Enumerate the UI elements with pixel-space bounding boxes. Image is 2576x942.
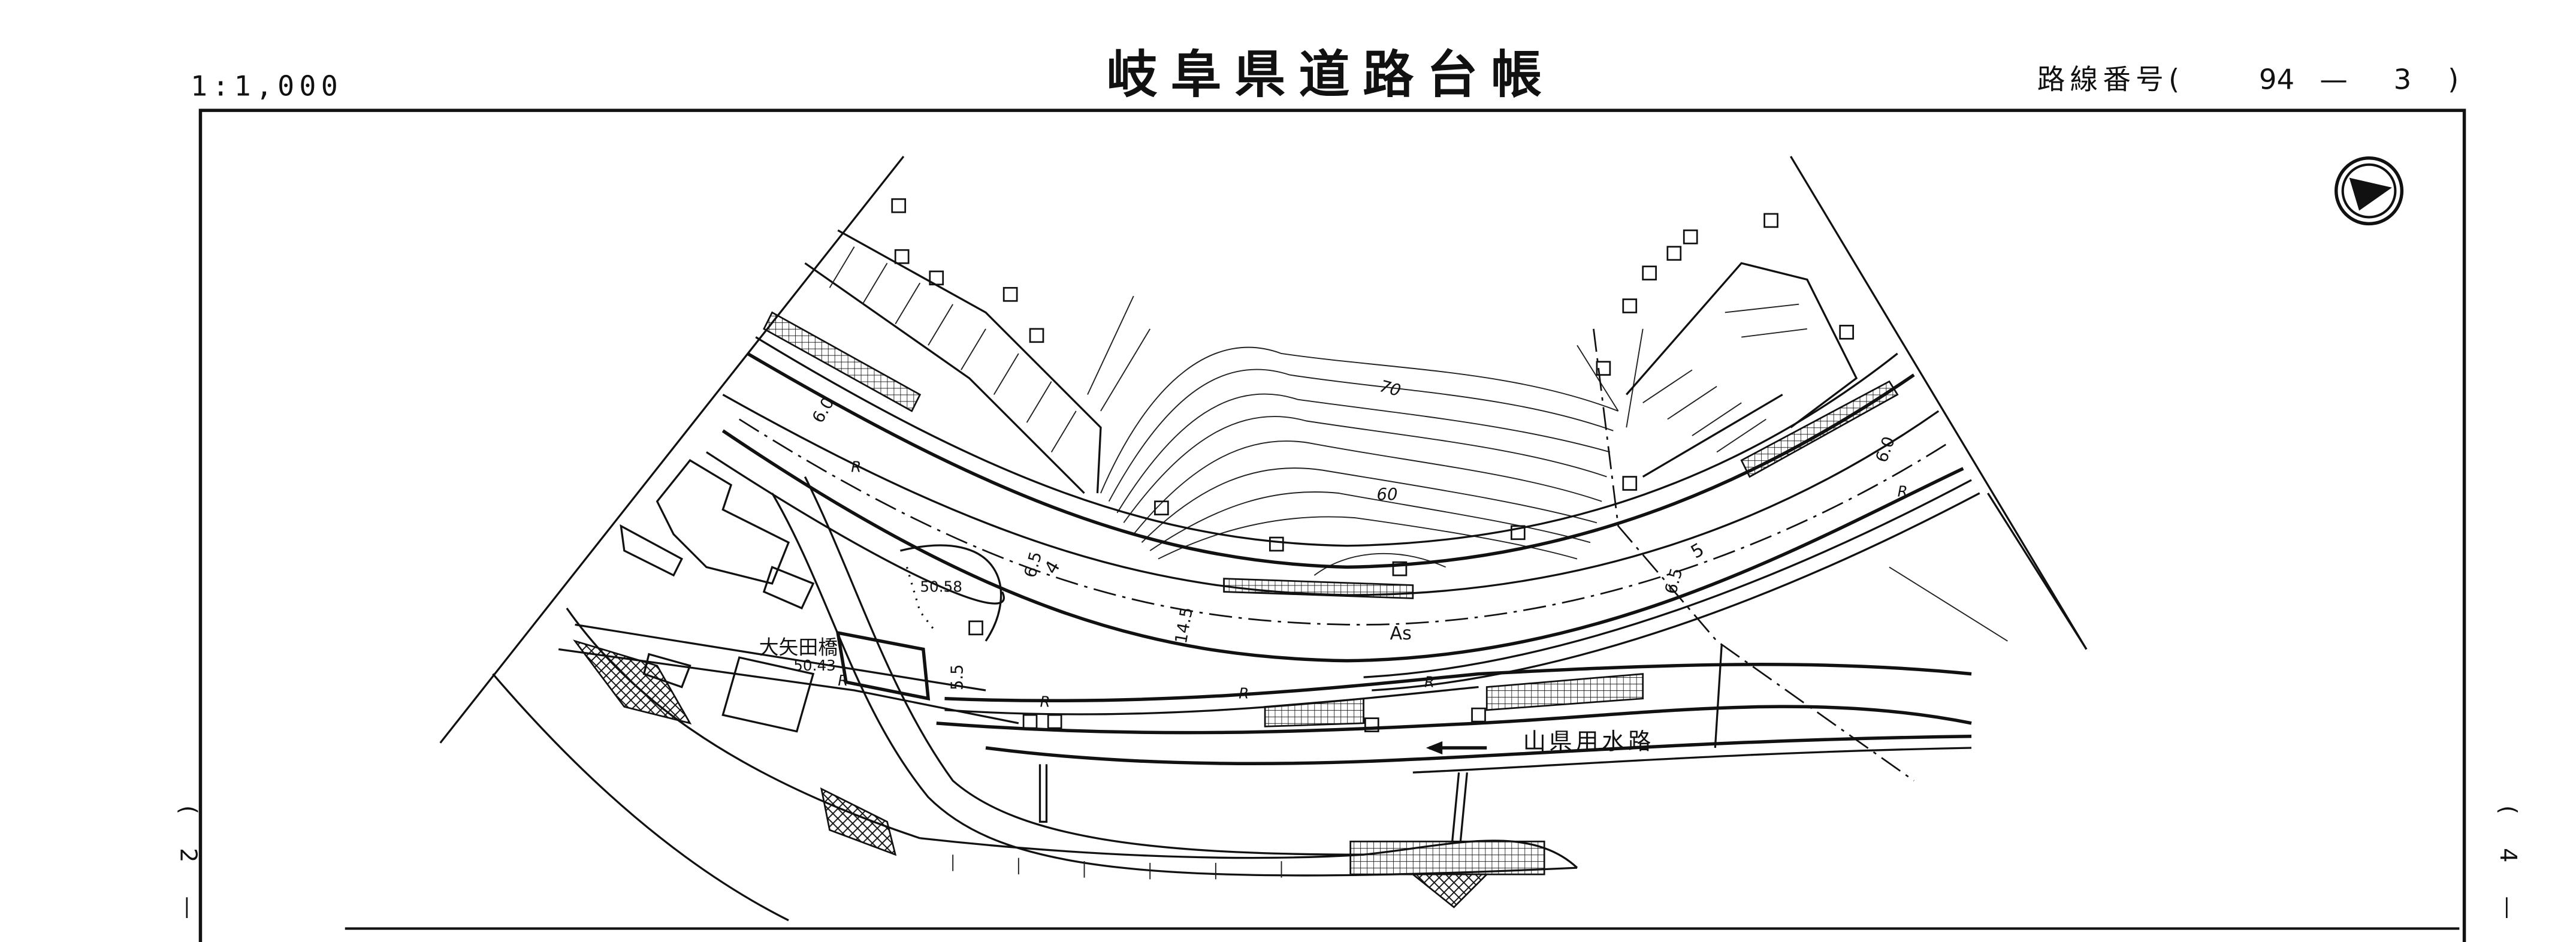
bridge-name: 大矢田橋 xyxy=(759,636,838,659)
canal-name: 山県用水路 xyxy=(1523,729,1654,756)
river-bank xyxy=(920,772,1578,908)
retaining-wall-mark: R xyxy=(851,458,861,475)
route-sheet-value: 3 xyxy=(2394,64,2412,96)
retaining-wall-mark: R xyxy=(838,672,848,689)
canal-yamagata: 山県用水路 R R R R R xyxy=(851,328,1972,823)
boundary-lines xyxy=(439,155,2088,744)
retaining-wall-mark: R xyxy=(1040,693,1050,710)
route-number-value: 94 xyxy=(2259,64,2294,96)
width-label: 14.5 xyxy=(1172,606,1197,645)
right-sheet-ref: ( 4 — xyxy=(2495,805,2521,932)
contour-label-70: 70 xyxy=(1378,377,1403,400)
retaining-wall-mark: R xyxy=(1424,674,1435,691)
tree-symbols xyxy=(891,198,1855,732)
retaining-wall-mark: R xyxy=(1239,685,1249,702)
bridge-oyadabashi: 大矢田橋 50.43 R 50.58 xyxy=(759,566,962,701)
slope-hatching xyxy=(804,229,1858,494)
map-frame xyxy=(198,108,2466,942)
left-sheet-ref: ( 2 — xyxy=(175,805,202,932)
sheet-title: 岐阜県道路台帳 xyxy=(1107,46,1555,105)
retaining-wall-mark: R xyxy=(1898,482,1908,500)
width-label: 5 xyxy=(1687,539,1708,563)
side-road xyxy=(492,476,1578,922)
route-number: 路線番号( 94 — 3 ) xyxy=(2037,64,2459,96)
width-label: 4 xyxy=(1041,557,1065,578)
bridge-elevation: 50.43 xyxy=(793,657,836,674)
spot-elevation: 50.58 xyxy=(920,578,962,596)
scale-label: 1:1,000 xyxy=(191,70,343,102)
route-number-dash: — xyxy=(2320,64,2348,96)
road-width-labels: 6.0 6.5 4 14.5 As 6.5 5 6.0 5.5 xyxy=(809,394,1899,690)
route-number-label: 路線番号( xyxy=(2037,64,2185,96)
north-arrow-icon xyxy=(2334,156,2404,226)
width-label: 6.0 xyxy=(1873,434,1899,465)
surface-label: As xyxy=(1390,623,1411,644)
width-label: 6.0 xyxy=(809,394,838,426)
contour-label-60: 60 xyxy=(1377,485,1398,504)
contour-lines xyxy=(1087,295,1644,576)
main-road xyxy=(706,311,1980,692)
route-number-close: ) xyxy=(2448,64,2459,96)
